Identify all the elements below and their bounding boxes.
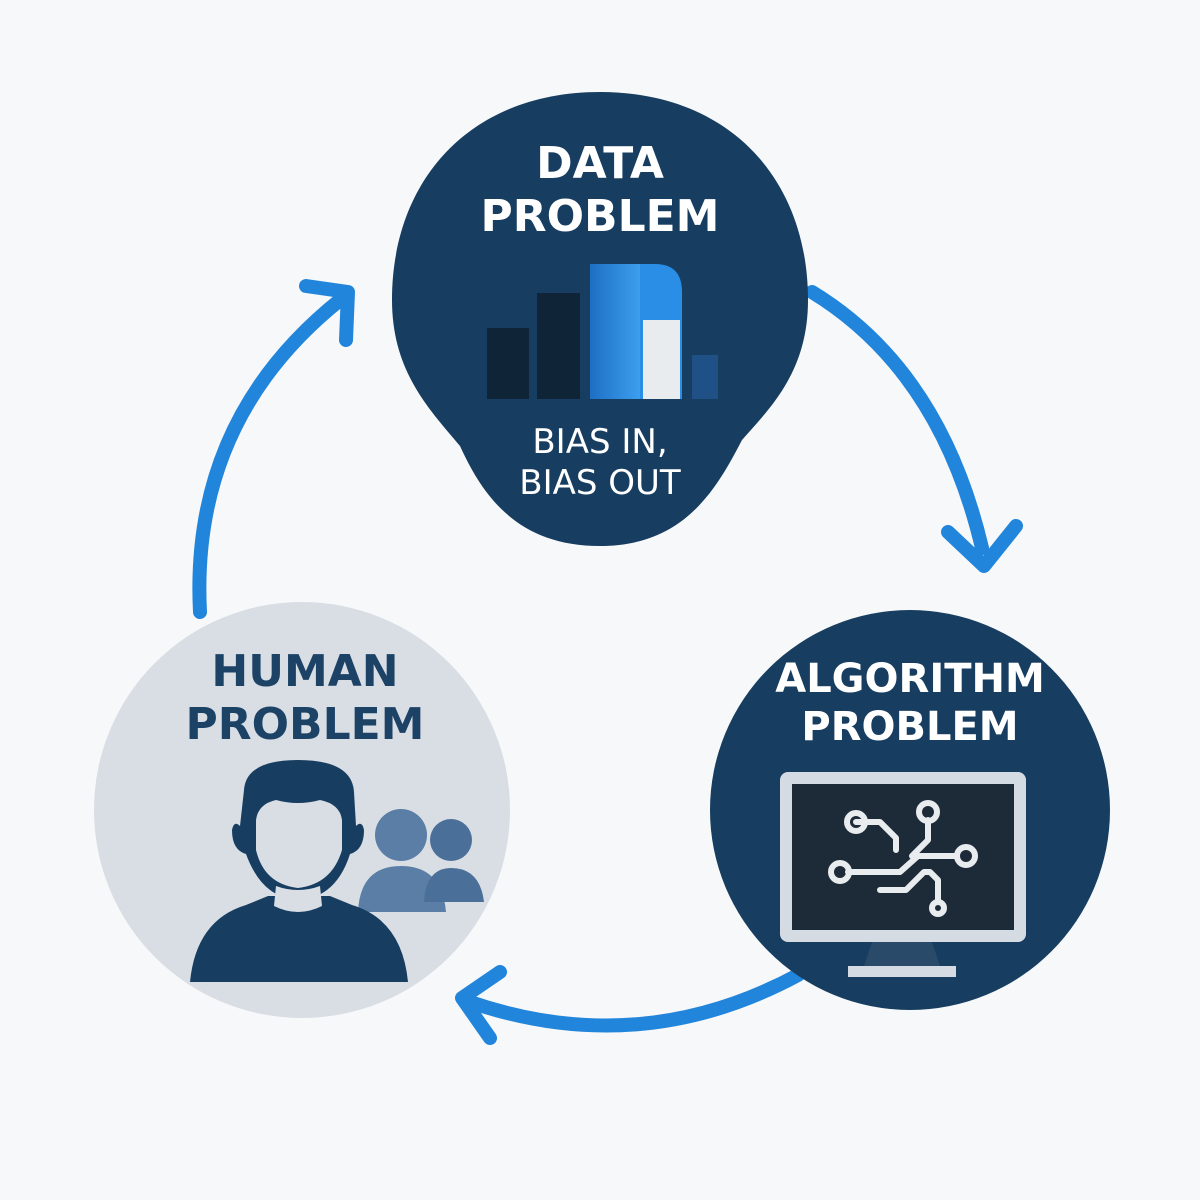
arrow-data-to-algorithm — [805, 285, 1023, 573]
arrow-human-to-data — [192, 279, 355, 619]
algorithm-problem-title-line1: ALGORITHM — [775, 656, 1045, 702]
algorithm-problem-title-line2: PROBLEM — [801, 704, 1019, 750]
algorithm-problem-title: ALGORITHM PROBLEM — [715, 655, 1105, 751]
data-problem-subtitle-line1: BIAS IN, — [532, 422, 668, 462]
data-problem-title-line1: DATA — [536, 138, 664, 189]
data-problem-title: DATA PROBLEM — [400, 138, 800, 244]
monitor-circuit-icon — [780, 772, 1026, 977]
data-problem-subtitle: BIAS IN, BIAS OUT — [400, 422, 800, 504]
data-problem-title-line2: PROBLEM — [480, 190, 720, 242]
human-problem-title-line1: HUMAN — [211, 646, 399, 697]
person-group-icon — [190, 760, 484, 982]
arrow-algorithm-to-human — [455, 965, 805, 1045]
human-problem-title-line2: PROBLEM — [185, 698, 425, 750]
human-problem-title: HUMAN PROBLEM — [120, 646, 490, 752]
data-problem-subtitle-line2: BIAS OUT — [519, 462, 681, 503]
bar-chart-icon — [487, 264, 718, 399]
